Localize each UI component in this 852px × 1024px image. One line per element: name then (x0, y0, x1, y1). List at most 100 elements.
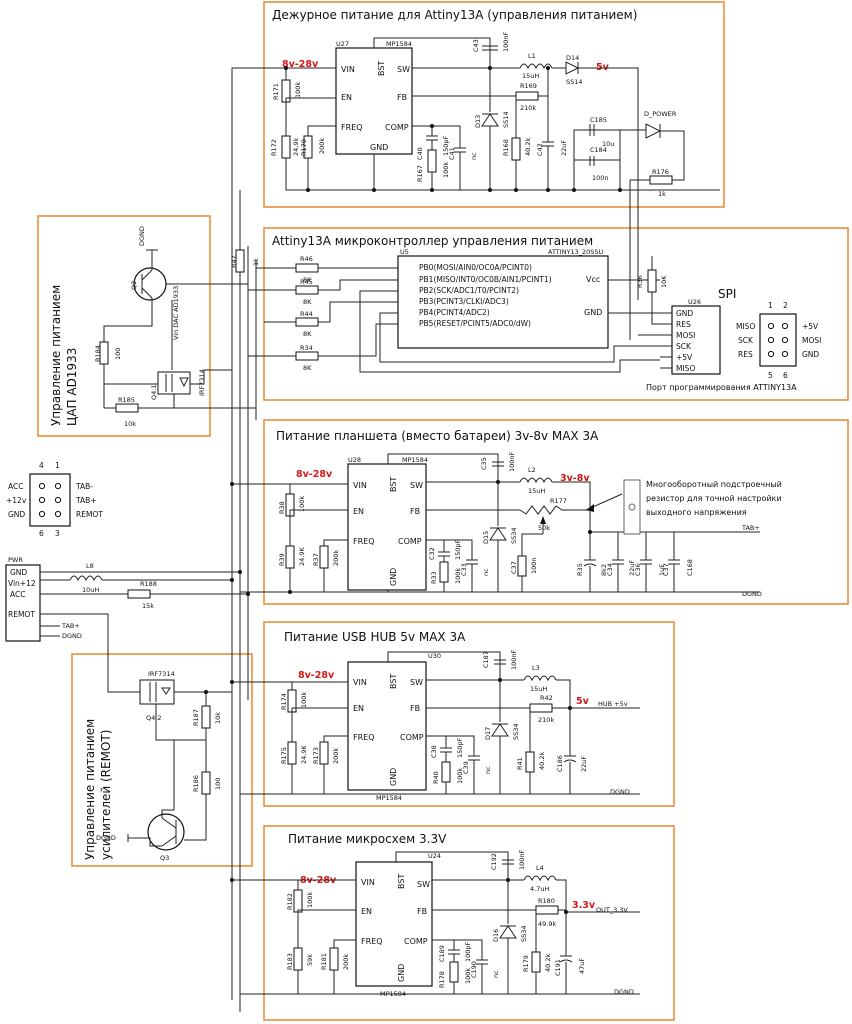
svg-text:D17: D17 (484, 727, 492, 740)
svg-text:C191: C191 (554, 959, 562, 976)
usb-chip (347, 661, 427, 791)
svg-text:HUB +5v: HUB +5v (598, 700, 628, 708)
spi-caption: Порт программирования ATTINY13A (646, 383, 797, 392)
svg-text:100pF: 100pF (464, 941, 472, 962)
svg-text:BST: BST (397, 874, 406, 889)
svg-text:GND: GND (10, 568, 27, 577)
svg-text:3v-8v: 3v-8v (560, 473, 590, 484)
svg-text:D14: D14 (566, 54, 579, 62)
svg-text:10uH: 10uH (82, 586, 99, 594)
standby-vin-label: 8v-28v (282, 59, 319, 70)
svg-text:2: 2 (783, 301, 788, 310)
chips33-title: Питание микросхем 3.3V (288, 832, 447, 846)
svg-text:10u: 10u (602, 140, 614, 148)
svg-text:R33: R33 (430, 571, 438, 584)
svg-text:R174: R174 (280, 693, 288, 710)
svg-text:3: 3 (55, 529, 60, 538)
svg-text:100: 100 (214, 778, 222, 790)
svg-text:1k: 1k (658, 190, 666, 198)
svg-text:MP1584: MP1584 (402, 456, 428, 464)
svg-text:C33: C33 (460, 563, 468, 576)
svg-text:+5V: +5V (802, 322, 819, 331)
dac-title-line2: ЦАП AD1933 (65, 348, 79, 426)
svg-text:D15: D15 (482, 531, 490, 544)
svg-text:PB4(PCINT4/ADC2): PB4(PCINT4/ADC2) (419, 308, 490, 317)
svg-text:DGND: DGND (610, 788, 630, 796)
frame-mcu (263, 227, 849, 401)
usb-title: Питание USB HUB 5v MAX 3A (284, 630, 466, 644)
svg-text:5: 5 (768, 371, 773, 380)
svg-text:R45: R45 (300, 278, 313, 286)
svg-text:GND: GND (802, 350, 819, 359)
svg-text:R170: R170 (300, 139, 308, 156)
svg-text:GND: GND (370, 143, 388, 152)
svg-text:8v-28v: 8v-28v (298, 670, 335, 681)
svg-text:24,9k: 24,9k (292, 138, 300, 156)
svg-text:TAB-: TAB- (75, 482, 93, 491)
mcu-chip (397, 255, 609, 349)
power-connector: 4 1 6 3 ACC +12v GND TAB- TAB+ REMOT PWR… (5, 461, 248, 693)
svg-text:40.2k: 40.2k (524, 138, 532, 156)
svg-text:PB1(MISO/INT0/OC0B/AIN1/PCINT1: PB1(MISO/INT0/OC0B/AIN1/PCINT1) (419, 275, 552, 284)
svg-text:U26: U26 (688, 298, 701, 306)
svg-text:SW: SW (417, 880, 430, 889)
svg-text:10K: 10K (660, 275, 668, 288)
frame-standby (263, 1, 725, 208)
svg-text:100k: 100k (456, 768, 464, 784)
svg-text:210k: 210k (538, 716, 554, 724)
chips33-chip (355, 861, 433, 987)
svg-text:1uF: 1uF (658, 564, 666, 576)
svg-text:1: 1 (768, 301, 773, 310)
svg-text:SW: SW (410, 481, 423, 490)
remote-title-line2: усилителей (REMOT) (99, 730, 113, 860)
remote-title-line1: Управление питанием (83, 719, 97, 860)
svg-text:R47: R47 (230, 255, 238, 268)
svg-text:R171: R171 (272, 83, 280, 100)
svg-text:R172: R172 (270, 139, 278, 156)
svg-text:C34: C34 (606, 563, 614, 576)
svg-text:EN: EN (353, 507, 364, 516)
svg-text:R168: R168 (502, 139, 510, 156)
svg-text:ATTINY13_20SSU: ATTINY13_20SSU (548, 248, 604, 256)
pwr-connector-body (5, 564, 41, 642)
svg-text:EN: EN (361, 907, 372, 916)
svg-text:R176: R176 (652, 168, 669, 176)
frame-dac (37, 215, 211, 437)
svg-text:ACC: ACC (8, 482, 23, 491)
svg-text:10k: 10k (214, 712, 222, 724)
svg-text:MOSI: MOSI (802, 336, 821, 345)
svg-text:R44: R44 (300, 310, 313, 318)
svg-text:D_POWER: D_POWER (644, 110, 677, 118)
svg-text:COMP: COMP (404, 937, 428, 946)
svg-text:100nF: 100nF (510, 649, 518, 670)
svg-text:Q3: Q3 (160, 854, 169, 862)
standby-circuit: U27 MP1584 VIN EN FREQ BST SW FB COMP GN… (270, 31, 720, 340)
svg-text:BST: BST (389, 477, 398, 492)
svg-text:49.9k: 49.9k (538, 920, 556, 928)
svg-text:SS34: SS34 (520, 925, 528, 942)
svg-text:DGND: DGND (138, 226, 146, 246)
svg-text:C42: C42 (536, 143, 544, 156)
svg-text:150pF: 150pF (456, 737, 464, 758)
frame-chips33 (263, 825, 675, 1021)
spi-header (759, 313, 797, 367)
svg-text:GND: GND (676, 309, 693, 318)
svg-text:Vin+12: Vin+12 (8, 579, 36, 588)
svg-text:TAB+: TAB+ (61, 622, 80, 630)
svg-text:8v-28v: 8v-28v (296, 469, 333, 480)
tablet-chip (347, 463, 427, 591)
svg-text:15uH: 15uH (528, 487, 545, 495)
svg-text:C168: C168 (686, 559, 694, 576)
svg-text:nc: nc (470, 152, 478, 160)
frame-usb (263, 621, 675, 807)
svg-text:200k: 200k (332, 748, 340, 764)
svg-text:VIN: VIN (353, 678, 367, 687)
svg-text:200k: 200k (332, 550, 340, 566)
svg-text:GND: GND (8, 510, 25, 519)
svg-text:PB0(MOSI/AIN0/OC0A/PCINT0): PB0(MOSI/AIN0/OC0A/PCINT0) (419, 263, 532, 272)
svg-text:100k: 100k (454, 568, 462, 584)
svg-text:1k: 1k (252, 258, 260, 266)
svg-text:8K: 8K (303, 364, 312, 372)
tablet-circuit: U28 MP1584 VIN EN FREQ BST SW FB COMP GN… (232, 451, 782, 598)
